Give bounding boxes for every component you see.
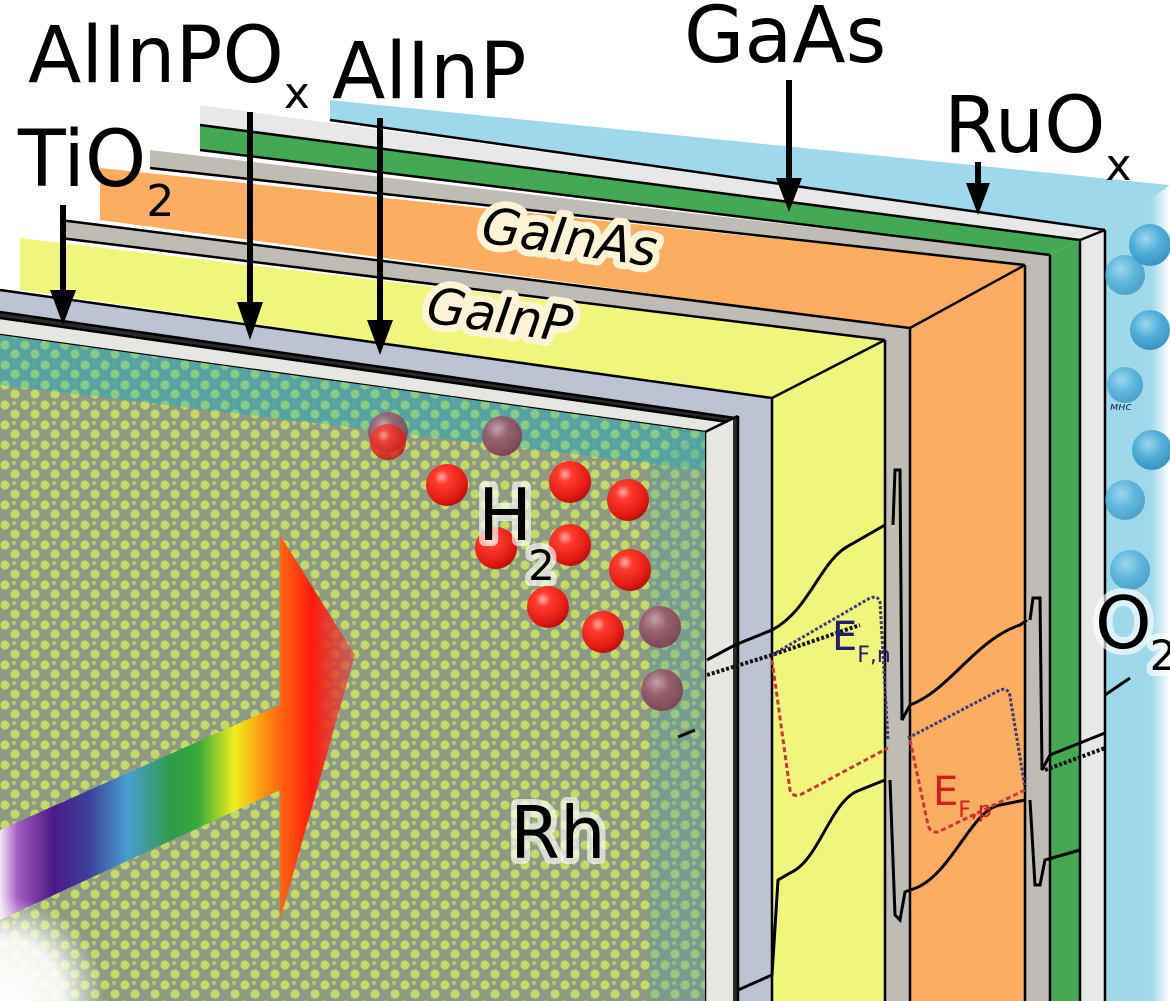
- label-rh: Rh: [510, 791, 606, 875]
- rh-teal-band: [0, 335, 705, 470]
- artist-signature: мнс: [1110, 400, 1132, 413]
- label-tio2: TiO2: [17, 115, 174, 227]
- rh-band-tick: [677, 728, 696, 739]
- rh-right-strip: [650, 432, 705, 1001]
- label-alinpox: AlInPOx: [28, 11, 310, 119]
- o2-bubble: [1105, 480, 1145, 520]
- side-face-edges: [703, 228, 1107, 1001]
- backcontact-side-face: [1025, 255, 1050, 1001]
- h2-bubble: [475, 527, 517, 569]
- h2-bubble: [639, 606, 681, 648]
- label-efn: EF,n: [832, 614, 891, 668]
- h2-bubble: [609, 549, 651, 591]
- o2-bubble: [1132, 430, 1170, 470]
- o2-bubble: [1107, 367, 1143, 403]
- ruox-side-face: [1080, 230, 1105, 1001]
- callout-arrows: [50, 80, 990, 355]
- h2-bubble: [549, 461, 591, 503]
- o2-bubble: [1130, 310, 1170, 350]
- h2-bubble: [482, 416, 522, 456]
- h2-bubble: [641, 669, 683, 711]
- h2-bubbles: [368, 412, 683, 711]
- electrolyte-top-face: [330, 100, 1170, 230]
- label-gaas: GaAs: [684, 0, 886, 81]
- efp-quasi-fermi-level: [770, 659, 1026, 834]
- ruox-top-face: [200, 105, 1105, 240]
- label-alinp: AlInP: [332, 27, 527, 117]
- h2-bubble: [370, 424, 406, 460]
- bottom-left-fade: [0, 700, 300, 1001]
- h2-bubble: [527, 586, 569, 628]
- o2-bubbles: [1105, 224, 1170, 590]
- efn-quasi-fermi-level: [771, 595, 1027, 789]
- gainp-side-face: [772, 340, 885, 1001]
- fermi-level-back: [1044, 746, 1106, 772]
- h2-bubble: [582, 611, 624, 653]
- h2-bubble: [549, 524, 591, 566]
- fermi-level-front: [706, 623, 861, 677]
- o2-bubble: [1105, 255, 1145, 295]
- label-ruox: RuOx: [944, 81, 1132, 191]
- gainas-side-face: [910, 265, 1025, 1001]
- h2-bubble: [607, 479, 649, 521]
- tio2-top-face: [0, 318, 728, 432]
- o2-bubble: [1129, 224, 1170, 266]
- conduction-band: [706, 468, 1131, 771]
- o2-bubble: [1110, 550, 1150, 590]
- alinp-top-face: [0, 290, 772, 418]
- h2-bubble: [426, 464, 468, 506]
- top-white: [0, 0, 1170, 185]
- tio2-side-face: [705, 419, 733, 1001]
- label-o2: O2: [1095, 581, 1170, 680]
- label-efp: EF,p: [933, 769, 992, 823]
- valence-band: [737, 778, 1081, 992]
- gaas-side-face: [1050, 240, 1080, 1001]
- alinp-side-face: [738, 398, 772, 1001]
